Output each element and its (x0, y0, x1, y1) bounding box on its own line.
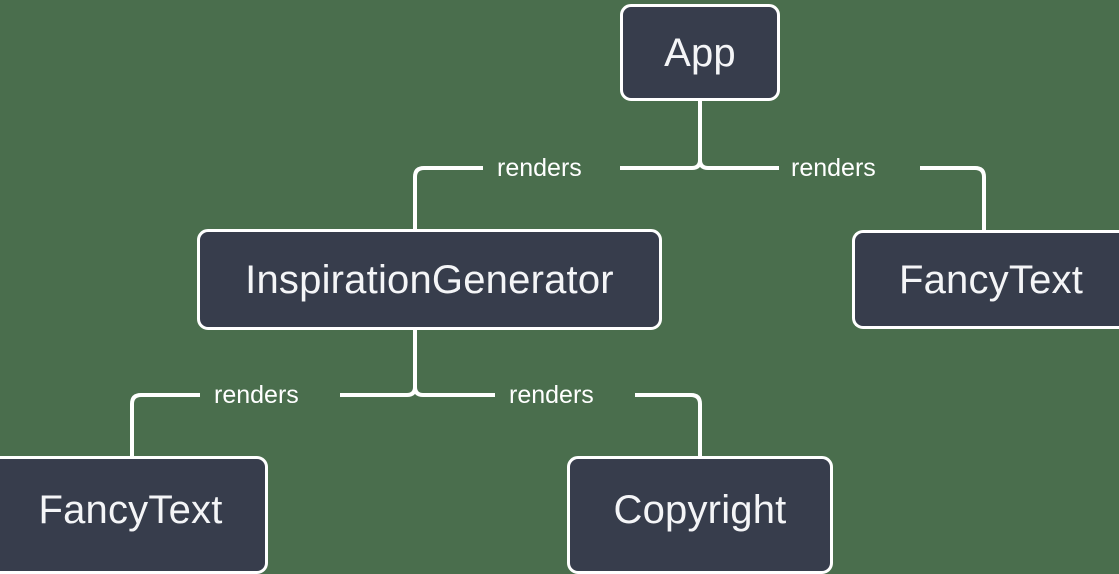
edge-ig-stub (406, 330, 417, 397)
edge-ig-copyright-right-seg (635, 393, 702, 456)
node-fancytext-right-label: FancyText (898, 257, 1084, 302)
node-fancytext-right[interactable]: FancyText (852, 230, 1119, 329)
node-inspiration-generator-label: InspirationGenerator (245, 257, 614, 302)
node-fancytext-left[interactable]: FancyText (0, 456, 268, 574)
edge-app-stub (691, 100, 702, 170)
edge-ig-fancytext-left-seg (130, 393, 200, 456)
edge-label-inspiration-fancytext: renders (214, 381, 299, 409)
node-app[interactable]: App (620, 4, 780, 101)
node-copyright-label: Copyright (613, 488, 787, 532)
connector-lines (130, 100, 986, 456)
edge-label-app-inspiration: renders (497, 154, 582, 182)
edge-ig-stub-right (413, 386, 424, 397)
node-app-label: App (664, 30, 736, 75)
edge-app-stub-right (698, 159, 709, 170)
component-tree-diagram: App InspirationGenerator FancyText Fancy… (0, 4, 1119, 574)
node-copyright[interactable]: Copyright (567, 456, 833, 574)
edge-label-inspiration-copyright: renders (509, 381, 594, 409)
node-fancytext-left-label: FancyText (38, 488, 223, 532)
node-inspiration-generator[interactable]: InspirationGenerator (197, 229, 662, 330)
edge-app-inspiration-left-seg (413, 166, 483, 229)
edge-app-fancytext-right-seg (920, 166, 986, 230)
edge-label-app-fancytext: renders (791, 154, 876, 182)
